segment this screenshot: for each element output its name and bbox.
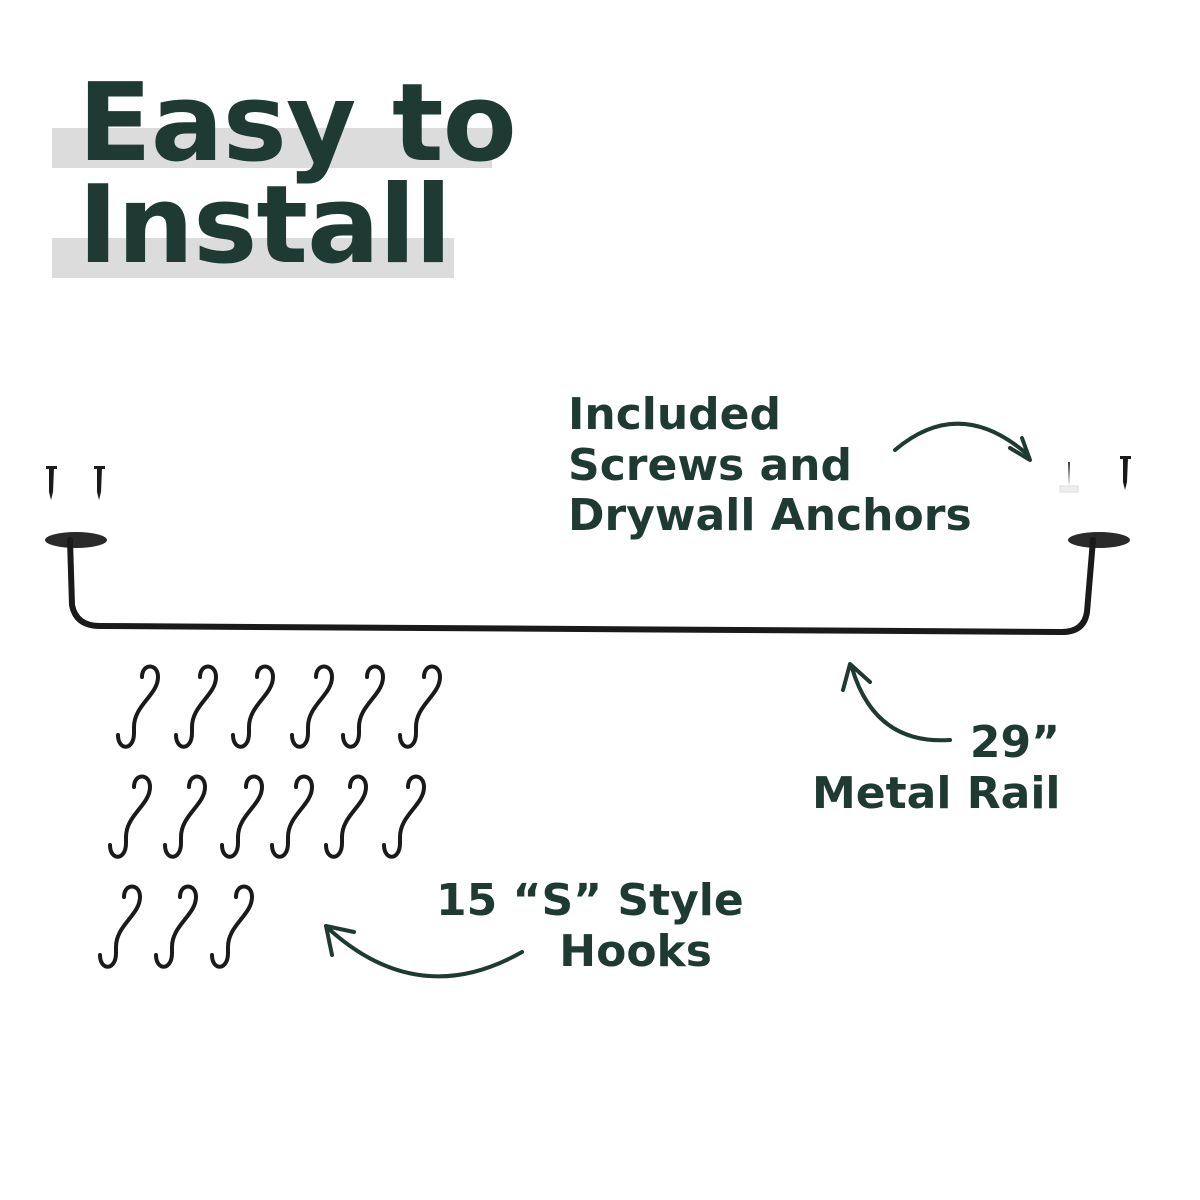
s-hook-icon xyxy=(163,774,207,859)
drywall-anchor-icon xyxy=(1059,462,1079,493)
screw-icon xyxy=(46,466,57,500)
s-hook-icon xyxy=(174,664,218,749)
hooks-row-3 xyxy=(98,884,254,969)
screws-callout: Included Screws and Drywall Anchors xyxy=(568,389,972,542)
mount-plate-icon xyxy=(45,532,107,548)
rail-callout-line-1: 29” xyxy=(969,717,1060,768)
screw-icon xyxy=(94,466,105,500)
curved-arrow-icon xyxy=(841,662,952,743)
s-hook-icon xyxy=(270,774,314,859)
hooks-row-1 xyxy=(116,664,442,749)
hooks-callout-line-1: 15 “S” Style xyxy=(436,875,744,926)
headline-highlight-2 xyxy=(52,238,454,278)
s-hook-icon xyxy=(108,774,152,859)
mount-plate-icon xyxy=(1068,532,1130,548)
screws-callout-line-3: Drywall Anchors xyxy=(568,490,972,542)
s-hook-icon xyxy=(231,664,275,749)
s-hook-icon xyxy=(324,774,368,859)
s-hook-icon xyxy=(382,774,426,859)
left-mount xyxy=(45,466,107,548)
s-hook-icon xyxy=(154,884,198,969)
screws-callout-line-1: Included xyxy=(568,389,782,440)
curved-arrow-icon xyxy=(324,924,524,979)
hooks-callout-line-2: Hooks xyxy=(559,925,712,977)
s-hook-icon xyxy=(220,774,264,859)
right-mount xyxy=(1059,456,1131,548)
headline-line-2: Install xyxy=(78,163,452,288)
headline-line-1: Easy to xyxy=(78,61,517,186)
screws-callout-line-2: Screws and xyxy=(568,439,852,491)
hooks-row-2 xyxy=(108,774,426,859)
hooks-callout: 15 “S” Style Hooks xyxy=(436,875,744,977)
metal-rail xyxy=(67,537,1096,636)
headline-highlight-1 xyxy=(52,128,492,168)
screw-icon xyxy=(1120,456,1131,490)
s-hook-icon xyxy=(398,664,442,749)
rail-callout: 29” Metal Rail xyxy=(812,717,1061,819)
rail-callout-line-2: Metal Rail xyxy=(812,767,1061,819)
s-hook-icon xyxy=(116,664,160,749)
s-hook-icon xyxy=(210,884,254,969)
curved-arrow-icon xyxy=(893,421,1032,462)
s-hook-icon xyxy=(341,664,385,749)
s-hook-icon xyxy=(98,884,142,969)
s-hook-icon xyxy=(290,664,334,749)
